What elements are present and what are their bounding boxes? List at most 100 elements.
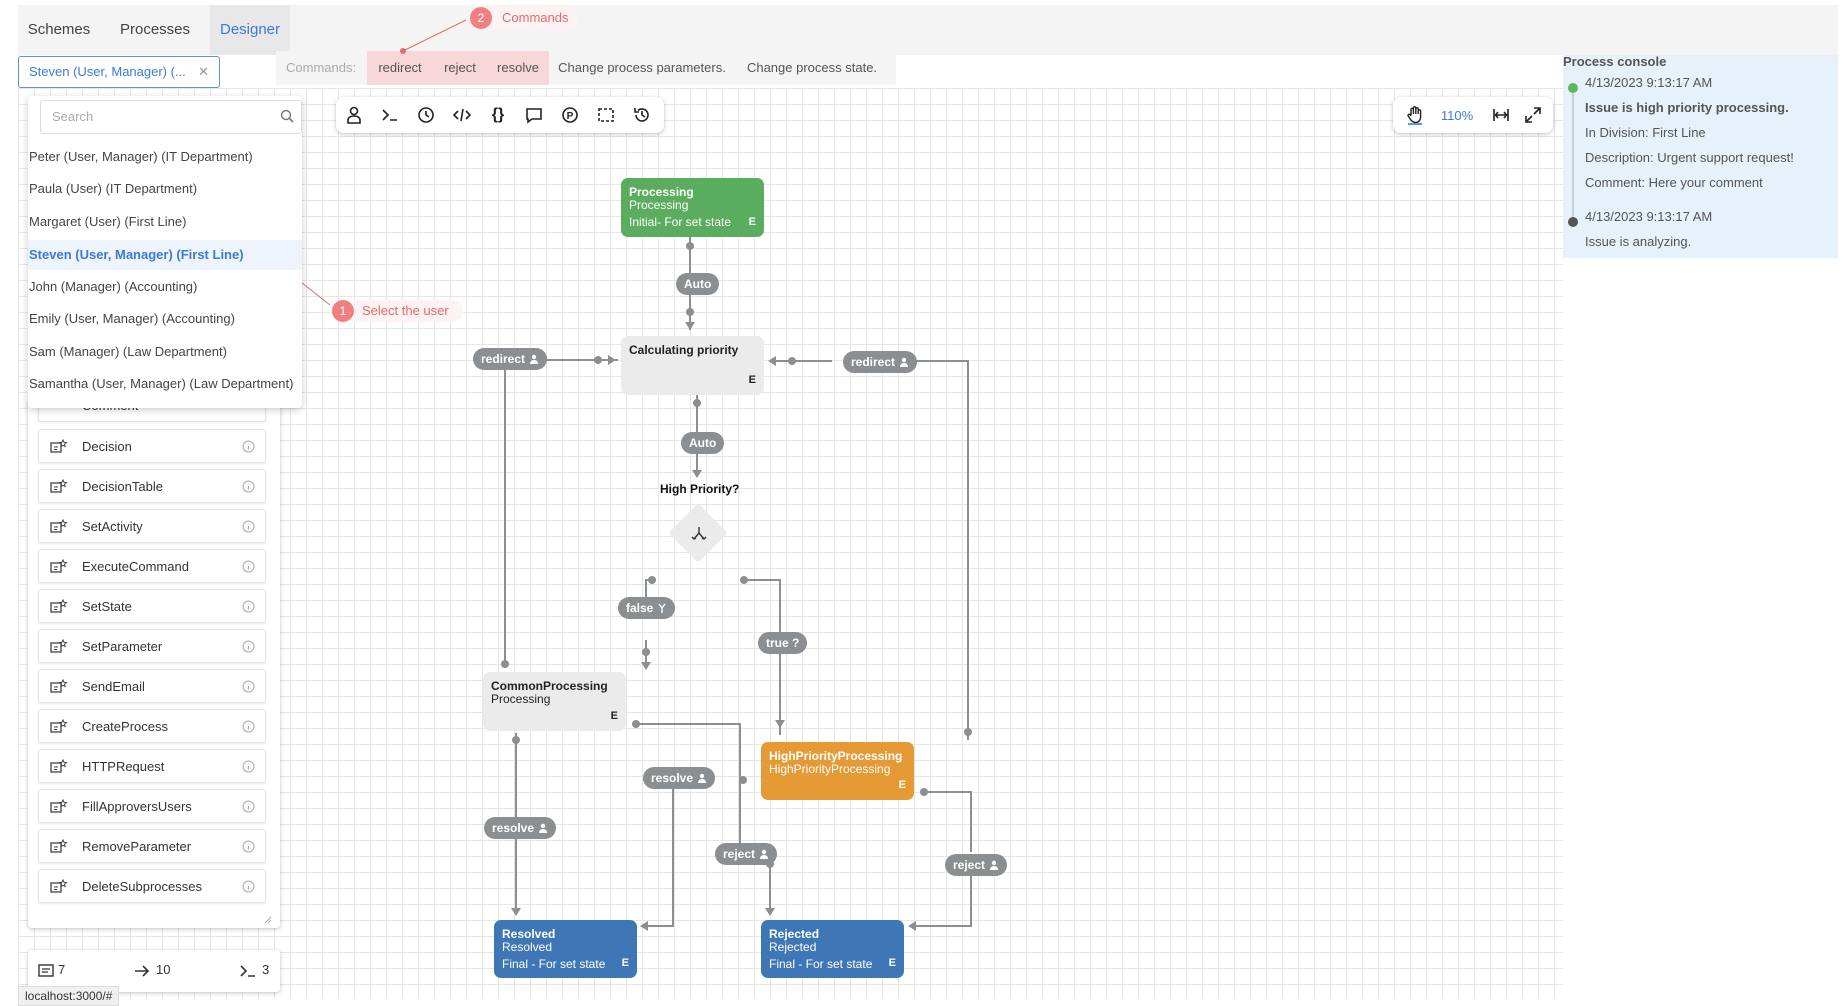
activity-name: Calculating priority [629,343,739,357]
command-change-parameters[interactable]: Change process parameters. [558,60,726,75]
info-icon[interactable] [242,840,255,856]
zoom-level[interactable]: 110% [1440,107,1474,123]
select-area-icon[interactable] [588,97,624,133]
dropdown-option[interactable]: Sam (Manager) (Law Department) [29,344,227,359]
search-input[interactable]: Search [40,100,302,134]
activity-icon [50,438,68,458]
info-icon[interactable] [242,560,255,576]
activity-icon [50,598,68,618]
callout-select-user-text: Select the user [354,300,463,322]
timer-icon[interactable] [408,97,444,133]
actor-icon[interactable] [336,97,372,133]
info-icon[interactable] [242,760,255,776]
transition-count-icon [134,963,150,982]
callout-select-user-number: 1 [332,300,354,322]
scheme-stats: 7 10 3 [28,950,280,992]
activity-palette: Comment DecisionDecisionTableSetActivity… [28,400,280,928]
tab-schemes[interactable]: Schemes [27,21,91,38]
history-icon[interactable] [624,97,660,133]
console-entry-headline: Issue is high priority processing. [1585,100,1789,115]
transition-auto2[interactable]: Auto [681,432,725,454]
tab-designer[interactable]: Designer [210,5,290,55]
activity-type: Initial- For set state [629,215,732,229]
activity-name: Rejected [769,927,820,941]
transition-resolve-left[interactable]: resolve [484,817,557,839]
fit-width-icon[interactable] [1483,97,1519,133]
comment-count-icon [38,963,54,982]
hand-pan-icon[interactable] [1397,97,1433,133]
transition-redirect-left[interactable]: redirect [473,348,548,370]
dropdown-option[interactable]: Samantha (User, Manager) (Law Department… [29,376,294,391]
transition-false-label[interactable]: false [618,597,676,619]
activity-icon [50,878,68,898]
clear-icon[interactable]: ✕ [198,64,209,79]
command-change-state[interactable]: Change process state. [746,60,878,75]
palette-item-executecommand[interactable]: ExecuteCommand [38,549,266,583]
activity-state: Resolved [502,940,553,954]
info-icon[interactable] [242,680,255,696]
tab-processes[interactable]: Processes [119,21,191,38]
palette-item-fillapproversusers[interactable]: FillApproversUsers [38,789,266,823]
search-icon[interactable] [280,109,294,126]
info-icon[interactable] [242,720,255,736]
code-icon[interactable] [444,97,480,133]
info-icon[interactable] [242,800,255,816]
palette-item-setactivity[interactable]: SetActivity [38,509,266,543]
command-redirect[interactable]: redirect [367,51,433,85]
activity-state: Processing [629,198,689,212]
command-icon[interactable] [372,97,408,133]
actor-icon [895,355,909,369]
dropdown-option[interactable]: Steven (User, Manager) (First Line) [28,240,302,270]
transition-true-label[interactable]: true ? [758,632,808,654]
dropdown-option[interactable]: Margaret (User) (First Line) [29,214,187,229]
transition-reject-mid[interactable]: reject [715,843,778,865]
palette-item-createprocess[interactable]: CreateProcess [38,709,266,743]
process-info-icon[interactable]: P [552,97,588,133]
palette-item-setstate[interactable]: SetState [38,589,266,623]
transition-auto1[interactable]: Auto [676,273,720,295]
fullscreen-icon[interactable] [1515,97,1551,133]
palette-item-setparameter[interactable]: SetParameter [38,629,266,663]
execute-flag: E [610,710,618,722]
console-entry-line: Comment: Here your comment [1585,175,1763,190]
palette-item-sendemail[interactable]: SendEmail [38,669,266,703]
console-entry-time: 4/13/2023 9:13:17 AM [1585,209,1713,224]
info-icon[interactable] [242,600,255,616]
info-icon[interactable] [242,480,255,496]
info-icon[interactable] [242,440,255,456]
command-count-icon [240,963,256,982]
transition-redirect-right[interactable]: redirect [843,351,918,373]
transition-count: 10 [156,962,171,977]
palette-item-decision[interactable]: Decision [38,429,266,463]
top-tab-bar: Schemes Processes Designer [18,5,1838,55]
dropdown-option[interactable]: John (Manager) (Accounting) [29,279,198,294]
dropdown-option[interactable]: Emily (User, Manager) (Accounting) [29,311,235,326]
dropdown-option[interactable]: Peter (User, Manager) (IT Department) [29,149,253,164]
comment-icon[interactable] [516,97,552,133]
transition-reject-right[interactable]: reject [945,854,1008,876]
palette-item-label: SetState [82,599,132,614]
info-icon[interactable] [242,640,255,656]
palette-item-decisiontable[interactable]: DecisionTable [38,469,266,503]
command-reject[interactable]: reject [433,51,487,85]
dropdown-option[interactable]: Paula (User) (IT Department) [29,181,198,196]
info-icon[interactable] [242,520,255,536]
status-url: localhost:3000/# [18,986,120,1006]
palette-item-removeparameter[interactable]: RemoveParameter [38,829,266,863]
activity-icon [50,798,68,818]
parameters-icon[interactable]: {} [491,106,505,123]
fork-icon [653,601,667,615]
resize-handle-icon[interactable] [262,912,272,924]
command-resolve[interactable]: resolve [487,51,549,85]
transition-resolve-right[interactable]: resolve [643,767,716,789]
user-select[interactable]: Steven (User, Manager) (... ✕ [18,56,220,88]
info-icon[interactable] [242,880,255,896]
palette-item-deletesubprocesses[interactable]: DeleteSubprocesses [38,869,266,903]
palette-item-httprequest[interactable]: HTTPRequest [38,749,266,783]
